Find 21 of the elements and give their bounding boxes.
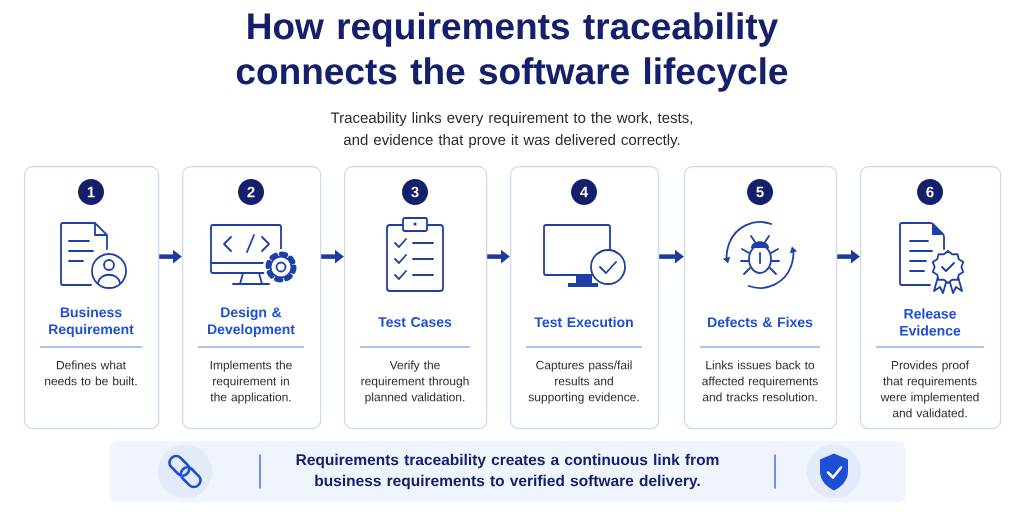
step-description: Implements the requirement in the application.	[210, 360, 292, 404]
number-badge: 5	[747, 179, 773, 205]
title: How requirements traceability connects the software lifecycle	[236, 12, 788, 92]
step-description: Captures pass/fail results and supporting evidence.	[528, 360, 639, 404]
step-title: Test Cases	[378, 317, 452, 327]
step-title: Business Requirement	[49, 307, 134, 338]
step-description: Provides proof that requirements were implemented and validated.	[880, 360, 979, 418]
number-badge: 2	[238, 179, 264, 205]
number-badge: 1	[78, 179, 104, 205]
step-title: Test Execution	[534, 316, 633, 328]
step-title: Design & Development	[208, 307, 295, 338]
step-description: Verify the requirement through planned validation.	[361, 360, 469, 404]
step-description: Links issues back to affected requirements and tracks resolution.	[702, 360, 818, 402]
step-description: Defines what needs to be built.	[45, 360, 137, 386]
step-title: Defects & Fixes	[708, 316, 813, 328]
number-badge: 4	[571, 179, 597, 205]
step-title: Release Evidence	[900, 308, 961, 336]
subtitle: Traceability links every requirement to the work, tests, and evidence that prove it was delivered correctly.	[330, 112, 693, 148]
number-badge: 6	[917, 179, 943, 205]
number-badge: 3	[402, 179, 428, 205]
banner: Requirements traceability creates a continuous link from business requirements to verified software delivery.	[110, 441, 906, 503]
